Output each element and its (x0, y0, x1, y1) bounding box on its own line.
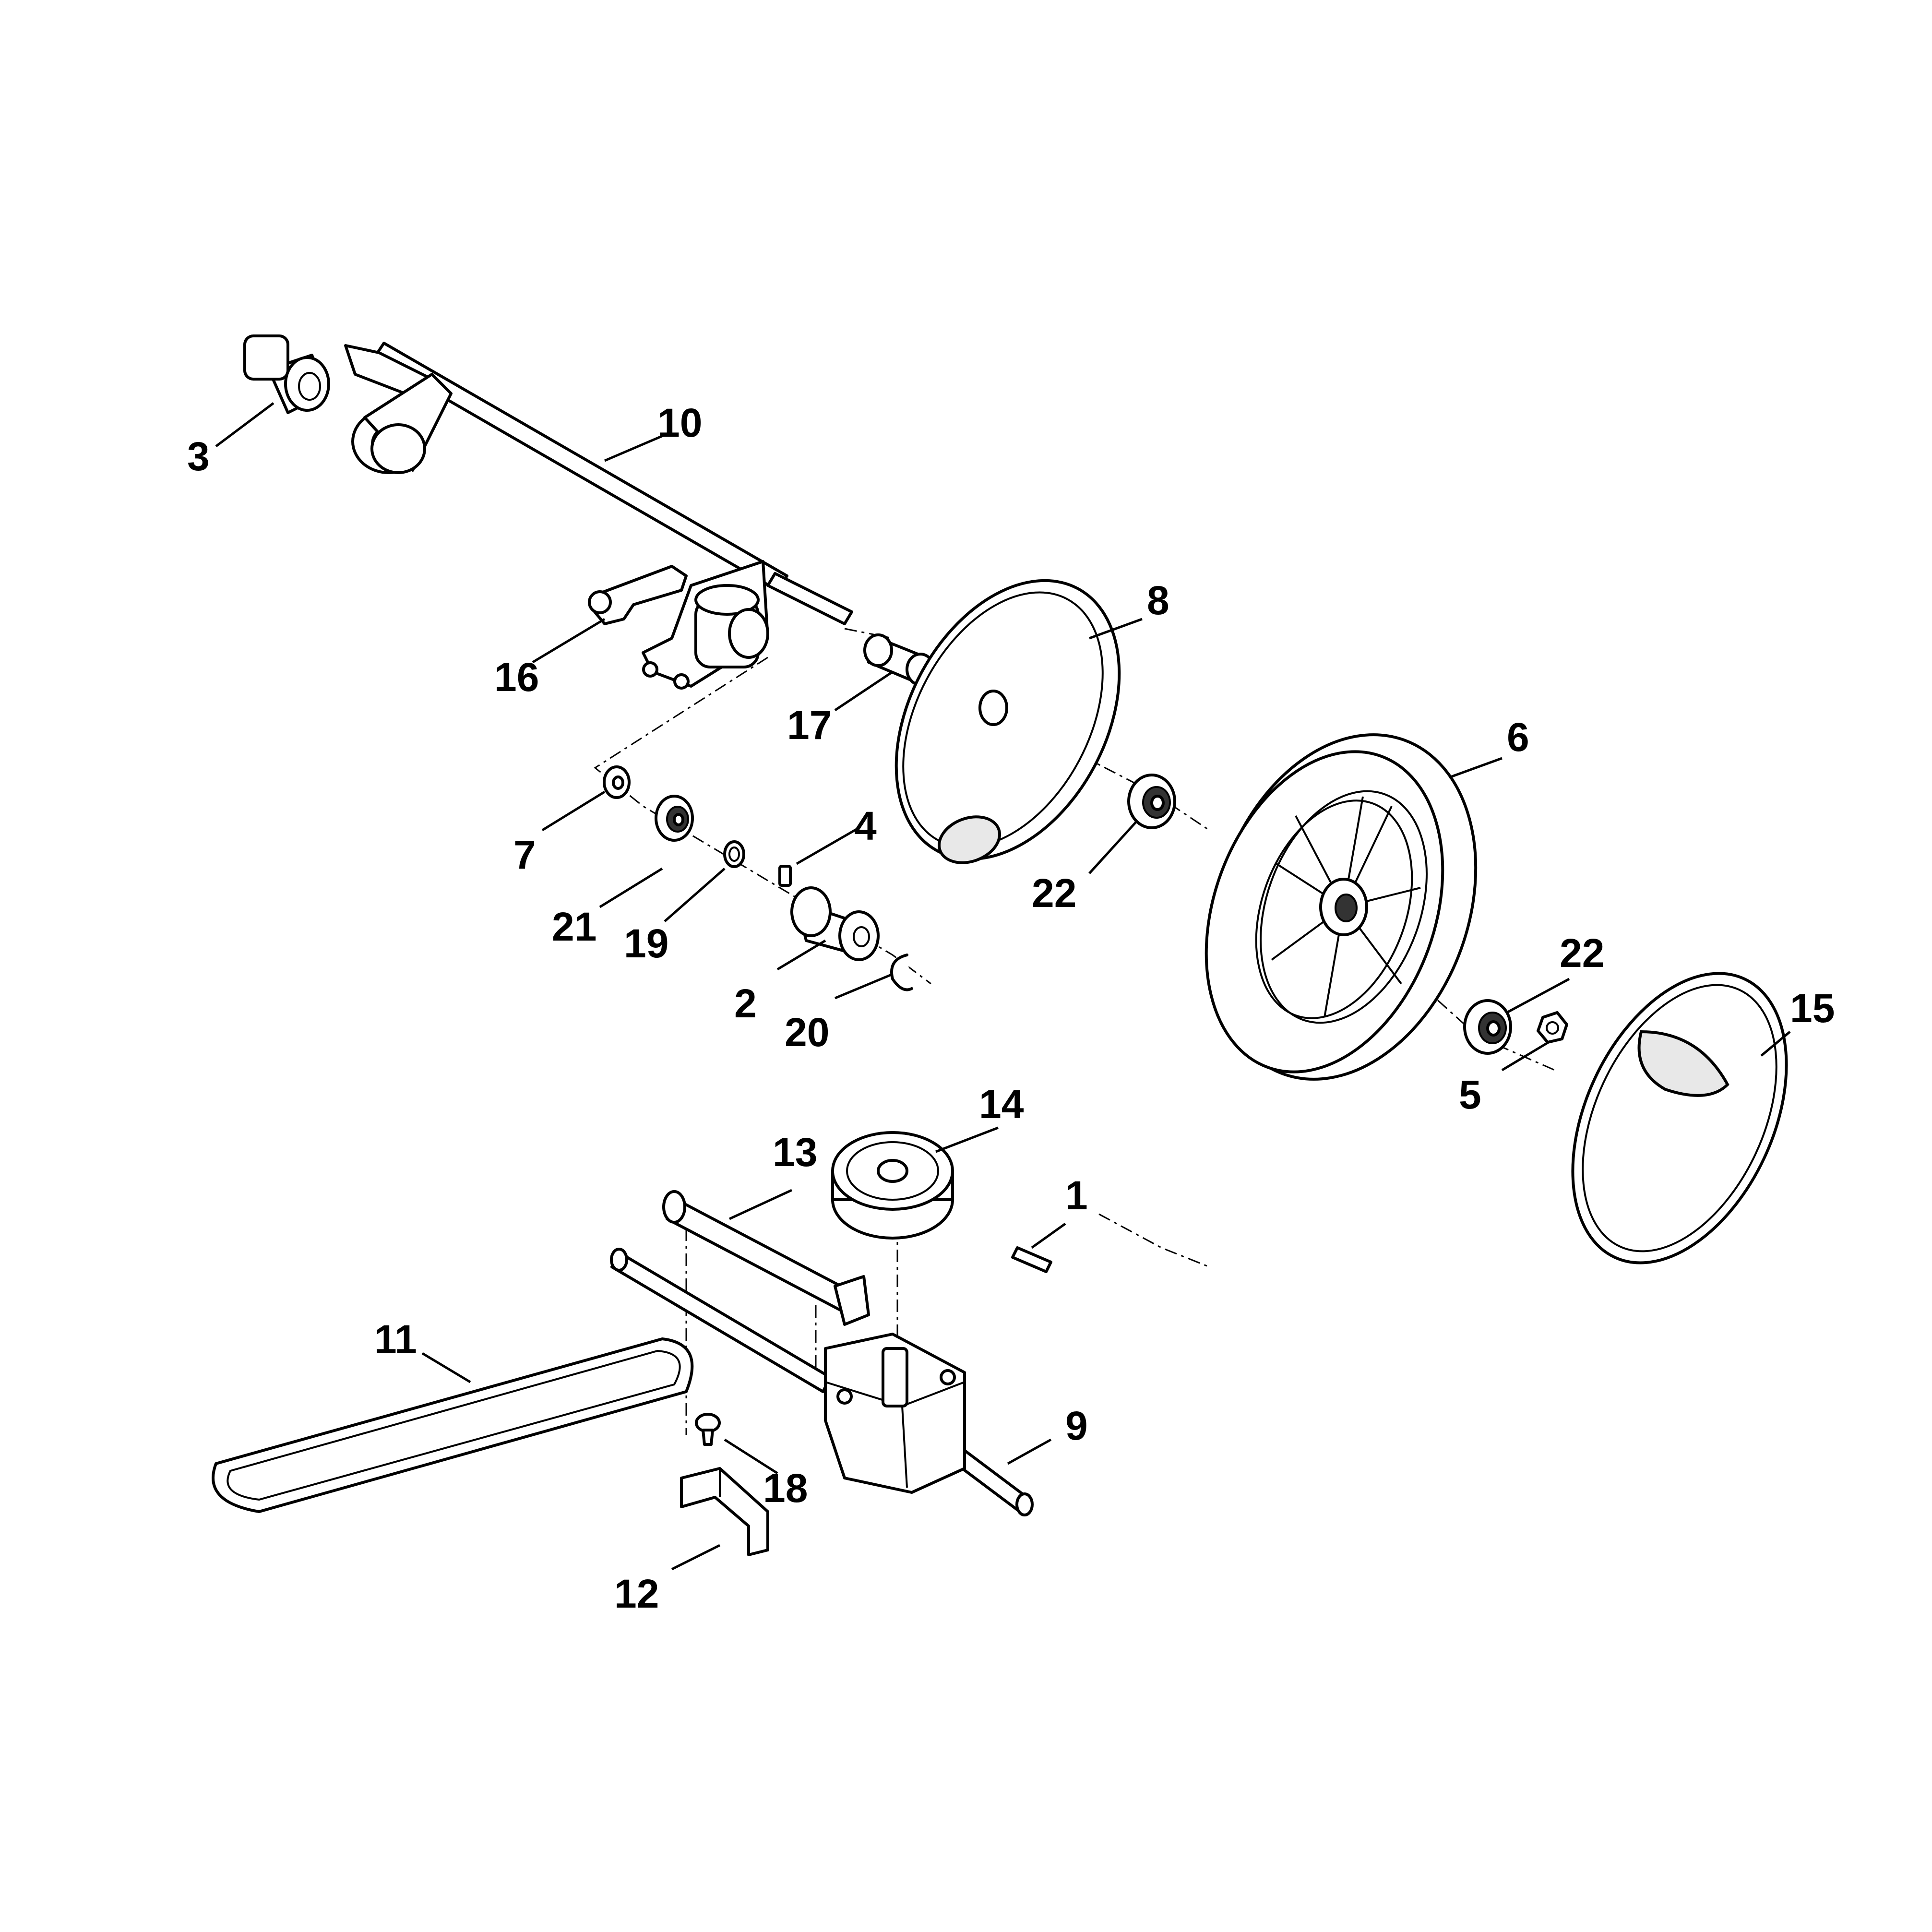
label-part-18: 18 (763, 1466, 808, 1511)
label-part-16: 16 (494, 655, 539, 700)
part-21-bearing (655, 795, 694, 842)
label-part-22-upper: 22 (1032, 871, 1076, 916)
part-19-ring (723, 840, 745, 868)
label-part-6: 6 (1507, 715, 1529, 760)
label-part-8: 8 (1147, 578, 1169, 623)
label-part-1: 1 (1065, 1173, 1088, 1218)
label-part-13: 13 (773, 1130, 817, 1175)
part-14-pulley (831, 1131, 954, 1240)
part-5-nut (1537, 1011, 1568, 1044)
label-part-15: 15 (1790, 986, 1835, 1031)
part-15-wheel-cover (1571, 972, 1788, 1264)
part-9-gearbox (610, 1248, 1034, 1516)
label-part-7: 7 (513, 832, 536, 877)
part-2-pinion-gear (790, 886, 880, 961)
label-part-21: 21 (552, 904, 596, 949)
part-22-bearing-upper (1127, 774, 1176, 829)
part-18-screw (695, 1413, 721, 1446)
label-part-19: 19 (624, 921, 668, 966)
label-part-4: 4 (854, 803, 877, 848)
part-20-circlip (890, 954, 913, 991)
part-7-washer (603, 765, 631, 799)
part-labels: 3 10 16 17 8 6 22 7 21 19 4 2 20 22 5 15… (187, 400, 1835, 1616)
part-3-gear-sleeve (243, 334, 330, 414)
part-4-key (778, 865, 792, 887)
label-part-10: 10 (657, 400, 702, 445)
label-part-11: 11 (374, 1317, 417, 1362)
part-16-clip (588, 565, 688, 625)
label-part-20: 20 (785, 1010, 829, 1055)
part-12-bracket (680, 1467, 769, 1556)
leader-lines (215, 402, 1791, 1571)
label-part-12: 12 (614, 1571, 659, 1616)
label-part-2: 2 (734, 981, 757, 1026)
part-22-bearing-lower (1463, 999, 1512, 1055)
label-part-17: 17 (787, 703, 832, 748)
label-part-14: 14 (979, 1082, 1024, 1127)
label-part-5: 5 (1459, 1072, 1481, 1117)
part-11-belt (212, 1337, 694, 1513)
part-10-axle-lever (344, 342, 853, 690)
part-8-hubcap (894, 579, 1121, 864)
part-13-tube (662, 1190, 870, 1326)
part-6-wheel (1205, 733, 1478, 1081)
label-part-3: 3 (187, 434, 210, 479)
label-part-22-lower: 22 (1560, 930, 1604, 976)
label-part-9: 9 (1065, 1403, 1088, 1448)
part-1-pin (1011, 1246, 1052, 1273)
